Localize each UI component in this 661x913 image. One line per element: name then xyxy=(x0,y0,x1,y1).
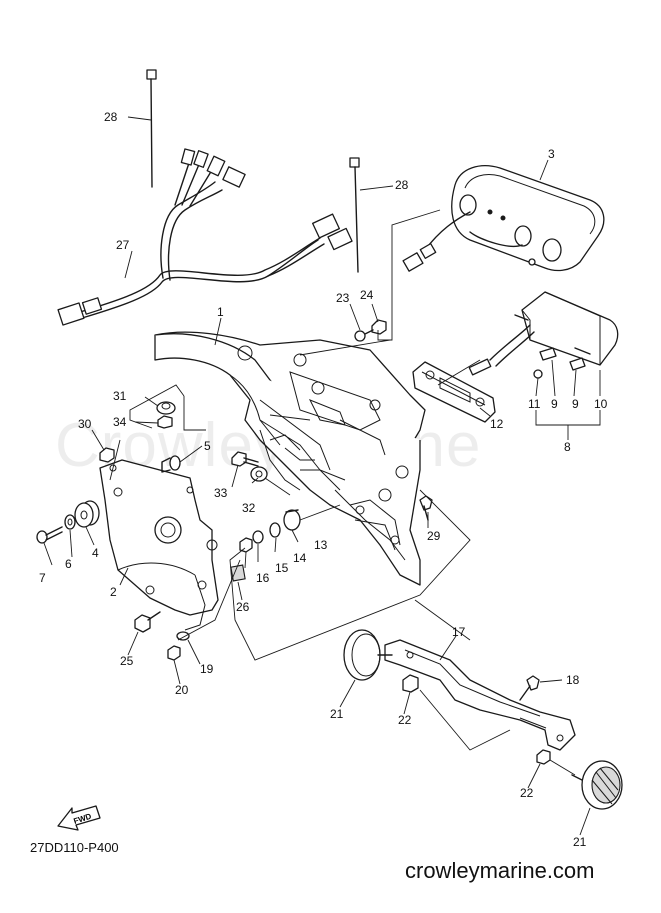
callout-33: 33 xyxy=(214,486,228,500)
rubber-damper[interactable] xyxy=(74,500,100,528)
callout-31: 31 xyxy=(113,389,127,403)
callout-18: 18 xyxy=(566,673,580,687)
callout-26: 26 xyxy=(236,600,250,614)
assembly-lines xyxy=(109,209,576,776)
callout-3: 3 xyxy=(548,147,555,161)
nut-34[interactable] xyxy=(157,415,173,429)
callout-24: 24 xyxy=(360,288,374,302)
callout-29: 29 xyxy=(427,529,441,543)
callout-15: 15 xyxy=(275,561,289,575)
fwd-arrow-icon: FWD xyxy=(57,805,101,831)
reflector-upper[interactable] xyxy=(343,629,393,681)
reflector-lower[interactable] xyxy=(571,760,623,810)
washer-15[interactable] xyxy=(252,530,264,544)
bolt-24[interactable] xyxy=(364,319,387,335)
bolt-18[interactable] xyxy=(519,675,540,701)
cable-tie-center[interactable] xyxy=(349,157,360,273)
nut-20[interactable] xyxy=(167,645,181,661)
reflector-bracket[interactable] xyxy=(384,639,576,751)
bolt-25[interactable] xyxy=(134,611,161,633)
license-lamp[interactable] xyxy=(468,291,619,379)
callout-6: 6 xyxy=(65,557,72,571)
tail-lamp[interactable] xyxy=(402,165,605,272)
callout-14: 14 xyxy=(293,551,307,565)
nut-30[interactable] xyxy=(99,447,115,463)
nut-16[interactable] xyxy=(239,537,253,553)
callout-23: 23 xyxy=(336,291,350,305)
callout-27: 27 xyxy=(116,238,130,252)
washer-19[interactable] xyxy=(176,631,190,641)
collar-5[interactable] xyxy=(161,455,181,473)
license-plate-base[interactable] xyxy=(99,459,219,631)
wire-harness[interactable] xyxy=(57,148,353,326)
callout-28-left: 28 xyxy=(104,110,118,124)
collar-23[interactable] xyxy=(354,330,366,342)
callout-13: 13 xyxy=(314,538,328,552)
rear-fender[interactable] xyxy=(154,331,426,586)
callout-2: 2 xyxy=(110,585,117,599)
callout-1: 1 xyxy=(217,305,224,319)
bolt-7[interactable] xyxy=(36,526,63,544)
callout-28-center: 28 xyxy=(395,178,409,192)
nut-31[interactable] xyxy=(156,401,176,415)
lamp-bracket[interactable] xyxy=(412,361,496,423)
callout-8: 8 xyxy=(564,440,571,454)
callout-32: 32 xyxy=(242,501,256,515)
callout-17: 17 xyxy=(452,625,466,639)
callout-5: 5 xyxy=(204,439,211,453)
callout-labels: 28 28 3 27 1 23 24 31 34 30 5 33 32 7 6 … xyxy=(39,110,608,849)
callout-21-lower: 21 xyxy=(573,835,587,849)
nut-22-upper[interactable] xyxy=(402,674,419,693)
callout-20: 20 xyxy=(175,683,189,697)
bolt-33[interactable] xyxy=(231,451,259,467)
cable-tie-left[interactable] xyxy=(146,69,157,188)
callout-12: 12 xyxy=(490,417,504,431)
callout-11: 11 xyxy=(528,397,541,411)
callout-19: 19 xyxy=(200,662,214,676)
site-url[interactable]: crowleymarine.com xyxy=(405,858,595,883)
collar-14[interactable] xyxy=(269,522,281,538)
callout-21-upper: 21 xyxy=(330,707,344,721)
clip-26[interactable] xyxy=(230,564,246,582)
drawing-code: 27DD110-P400 xyxy=(30,840,119,855)
callout-30: 30 xyxy=(78,417,92,431)
callout-9-left: 9 xyxy=(551,397,558,411)
callout-22-upper: 22 xyxy=(398,713,412,727)
callout-22-lower: 22 xyxy=(520,786,534,800)
callout-16: 16 xyxy=(256,571,270,585)
callout-10: 10 xyxy=(594,397,608,411)
leader-lines xyxy=(43,116,601,836)
callout-9-right: 9 xyxy=(572,397,579,411)
nut-22-lower[interactable] xyxy=(536,749,551,765)
washer-6[interactable] xyxy=(64,514,76,530)
grommet-32[interactable] xyxy=(250,466,268,482)
callout-7: 7 xyxy=(39,571,46,585)
callout-25: 25 xyxy=(120,654,134,668)
spacer-13[interactable] xyxy=(283,509,301,531)
callout-34: 34 xyxy=(113,415,127,429)
callout-4: 4 xyxy=(92,546,99,560)
